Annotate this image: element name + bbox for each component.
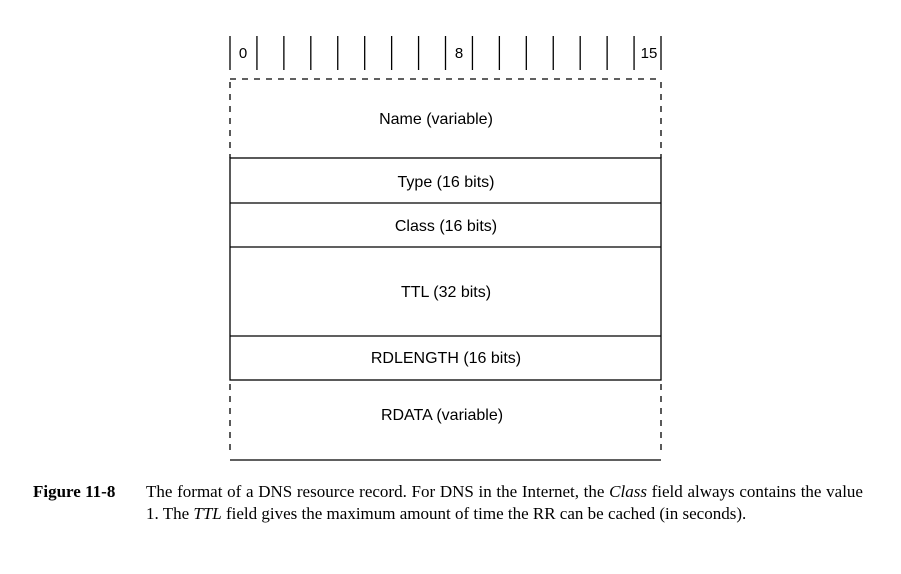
bit-label-8: 8 (455, 45, 463, 62)
caption-class-term: Class (609, 482, 647, 501)
figure-number: Figure 11-8 (33, 482, 116, 501)
dns-record-diagram: 0 8 15 Name (variable) Type (16 bits) Cl… (229, 36, 662, 461)
caption-part-1: The format of a DNS resource record. For… (146, 482, 610, 501)
figure-caption-text: The format of a DNS resource record. For… (146, 481, 863, 525)
caption-part-3: field gives the maximum amount of time t… (221, 504, 747, 523)
field-class-label: Class (16 bits) (395, 218, 497, 235)
field-name-label: Name (variable) (379, 111, 493, 128)
caption-ttl-term: TTL (193, 504, 222, 523)
field-ttl-label: TTL (32 bits) (401, 284, 491, 301)
fixed-fields-box (229, 157, 662, 381)
bit-label-15: 15 (641, 45, 658, 62)
bit-label-0: 0 (239, 45, 247, 62)
field-rdata: RDATA (variable) (229, 384, 662, 461)
bit-ruler (229, 36, 662, 70)
field-name: Name (variable) (229, 82, 662, 158)
fixed-fields-frame (229, 157, 662, 381)
field-type-label: Type (16 bits) (398, 174, 495, 191)
caption-part-2: field always contains the value 1. The (146, 482, 863, 523)
field-rdata-label: RDATA (variable) (381, 407, 503, 424)
field-rdlength-label: RDLENGTH (16 bits) (371, 350, 521, 367)
figure-caption: Figure 11-8 The format of a DNS resource… (33, 481, 863, 525)
